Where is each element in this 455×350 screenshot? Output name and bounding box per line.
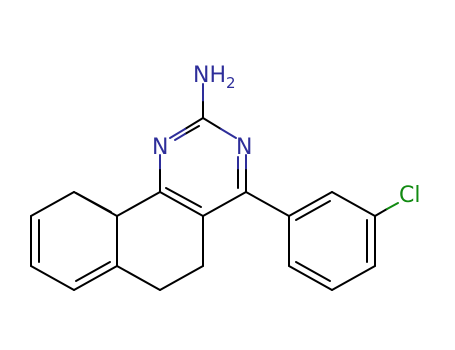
amine-h-subscript: 2 — [226, 74, 236, 92]
amine-n-label: NH2 — [193, 63, 236, 92]
pyrimidine-ring — [159, 117, 247, 217]
ring-n-right-label: N — [236, 135, 252, 160]
chlorophenyl-ring — [288, 191, 376, 291]
dihydro-ring — [116, 191, 204, 291]
ring-n-left-label: N — [152, 135, 168, 160]
chlorine-label: Cl — [399, 183, 420, 208]
chlorine-bond — [374, 202, 399, 217]
aryl-bond — [245, 191, 290, 217]
benzo-ring — [30, 191, 118, 291]
